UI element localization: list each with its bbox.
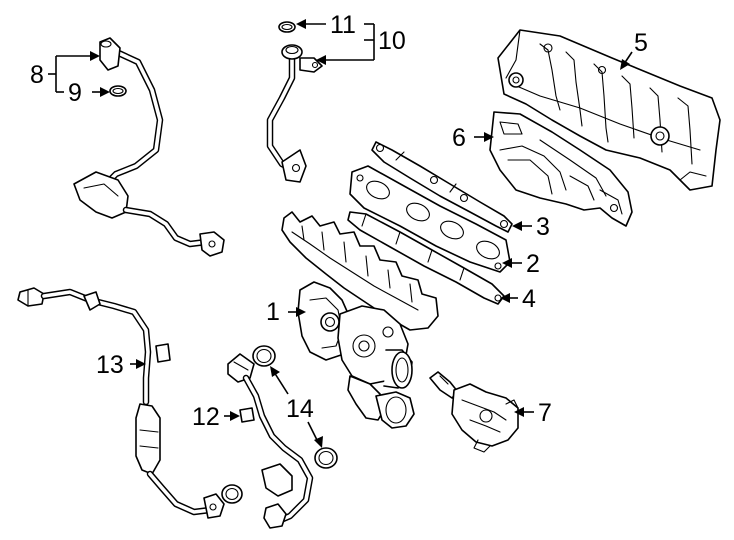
manifold-stud-strip bbox=[347, 211, 505, 305]
oil-feed-pipe bbox=[266, 44, 323, 183]
o-ring bbox=[221, 345, 338, 504]
wastegate-actuator bbox=[429, 371, 519, 453]
callout-11: 11 bbox=[330, 11, 356, 39]
callout-7: 7 bbox=[538, 399, 552, 427]
manifold-gasket-outer bbox=[371, 141, 513, 233]
o-ring bbox=[109, 85, 127, 97]
manifold-gasket bbox=[349, 165, 511, 273]
callout-1: 1 bbox=[266, 298, 280, 326]
callout-12: 12 bbox=[192, 403, 220, 431]
coolant-supply-hose bbox=[73, 37, 225, 257]
oil-return-pipe bbox=[227, 353, 314, 529]
callout-14: 14 bbox=[286, 395, 314, 423]
callout-labels: 1 2 3 4 5 6 7 8 9 10 11 12 13 14 bbox=[30, 11, 648, 431]
callout-3: 3 bbox=[536, 213, 550, 241]
turbocharger-exhaust-manifold bbox=[281, 211, 439, 429]
heat-shield-lower bbox=[489, 111, 633, 227]
callout-10: 10 bbox=[378, 27, 406, 55]
coolant-return-line bbox=[17, 287, 225, 519]
callout-4: 4 bbox=[522, 285, 536, 313]
callout-2: 2 bbox=[526, 250, 540, 278]
leader-lines bbox=[48, 19, 633, 448]
callout-13: 13 bbox=[96, 351, 124, 379]
callout-8: 8 bbox=[30, 61, 44, 89]
o-ring bbox=[278, 21, 296, 33]
callout-6: 6 bbox=[452, 124, 466, 152]
callout-5: 5 bbox=[634, 29, 648, 57]
callout-9: 9 bbox=[68, 79, 82, 107]
heat-shield-upper bbox=[497, 29, 721, 191]
